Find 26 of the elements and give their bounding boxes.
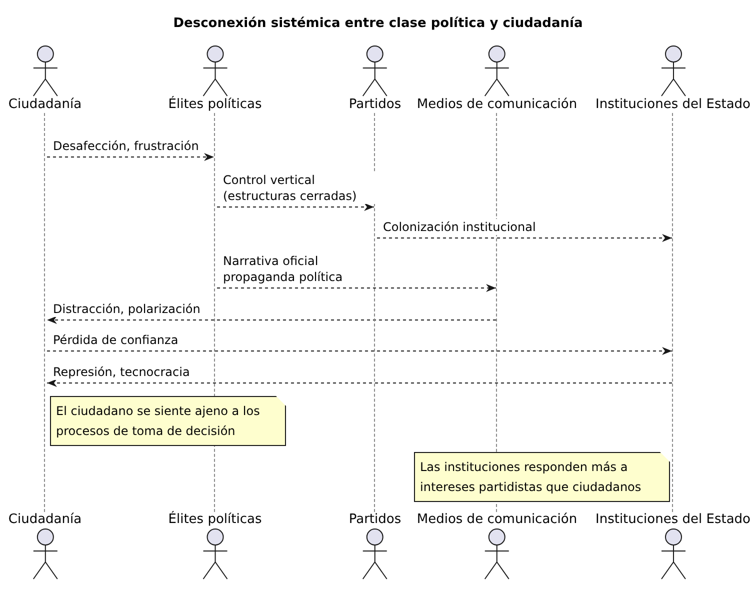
message-label: Colonización institucional [383, 219, 536, 235]
message-label: Represión, tecnocracia [53, 364, 190, 380]
actor-name: Ciudadanía [7, 512, 83, 528]
message-arrow [46, 347, 672, 355]
actor-name: Medios de comunicación [416, 512, 578, 528]
actor-name: Ciudadanía [7, 97, 83, 113]
actor-name: Medios de comunicación [416, 97, 578, 113]
message-arrow [46, 379, 672, 387]
actor-name: Partidos [348, 97, 402, 113]
message-arrow [376, 234, 672, 242]
lifeline [672, 113, 675, 512]
actor-name: Élites políticas [167, 97, 263, 113]
actor-name: Élites políticas [167, 512, 263, 528]
message-arrow [46, 153, 214, 161]
actor-name: Instituciones del Estado [594, 512, 752, 528]
note: El ciudadano se siente ajeno a los procesos de toma de decisión [50, 396, 286, 446]
message-arrow [46, 316, 496, 324]
message-label: Desafección, frustración [53, 138, 199, 154]
actor-name: Instituciones del Estado [594, 97, 752, 113]
actor-name: Partidos [348, 512, 402, 528]
lifeline [44, 113, 47, 512]
message-arrow [216, 284, 496, 292]
message-arrow [216, 203, 374, 211]
note: Las instituciones responden más a intereses partidistas que ciudadanos [414, 452, 670, 502]
diagram-title: Desconexión sistémica entre clase política y ciudadanía [172, 16, 584, 31]
message-label: Distracción, polarización [53, 301, 200, 317]
